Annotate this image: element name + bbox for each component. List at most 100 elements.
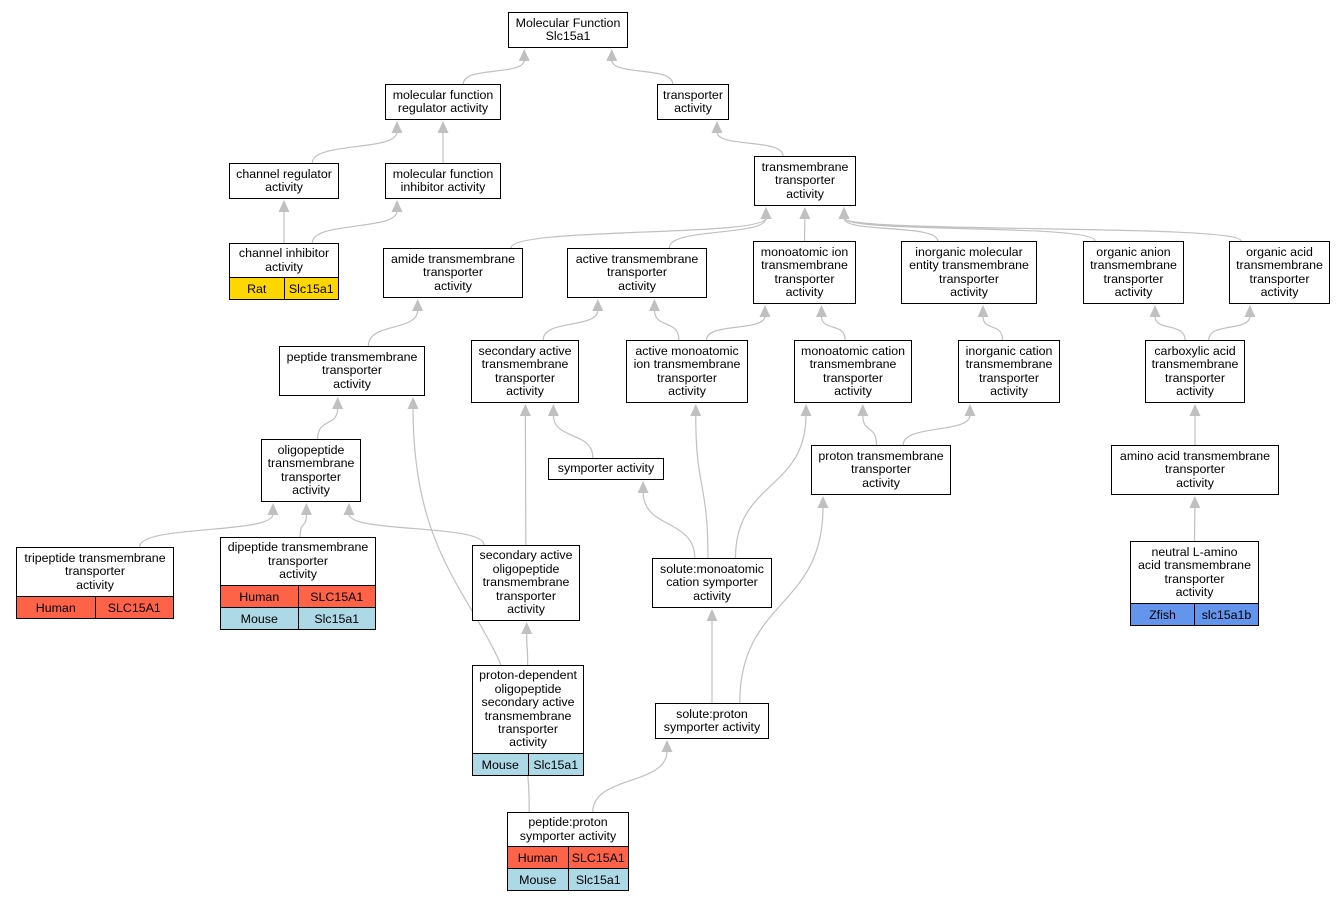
- go-term-label: symporter activity: [549, 459, 663, 479]
- gene-cell[interactable]: Slc15a1: [575, 872, 621, 887]
- go-term-label-line: activity: [674, 101, 712, 115]
- gene-cell[interactable]: SLC15A1: [310, 589, 364, 604]
- edge-arrowhead: [800, 404, 812, 416]
- go-term-label-line: activity: [1114, 284, 1153, 299]
- species-cell: Zfish: [1131, 604, 1195, 625]
- go-term-label-line: transmembrane: [484, 708, 572, 723]
- is-a-edge: [542, 309, 599, 341]
- is-a-edge: [716, 131, 784, 157]
- go-term-label-line: active monoatomic: [635, 343, 739, 358]
- edge-arrowhead: [760, 207, 772, 219]
- go-term-label-line: activity: [786, 186, 824, 201]
- is-a-edge: [592, 750, 668, 813]
- edge-arrowhead: [817, 496, 829, 508]
- go-term-label-line: symporter activity: [519, 828, 617, 843]
- go-term-label-line: transmembrane: [1236, 258, 1323, 273]
- is-a-edge: [843, 217, 1242, 242]
- species-cell: Mouse: [221, 608, 299, 629]
- is-a-edge: [642, 491, 696, 559]
- go-term-label-line: symporter activity: [663, 720, 761, 734]
- edge-arrowhead: [391, 200, 403, 212]
- edge-arrowhead: [711, 121, 723, 133]
- go-term-label-line: tripeptide transmembrane: [24, 550, 166, 565]
- go-term-node-symport[interactable]: symporter activity: [548, 458, 664, 480]
- go-term-label-line: channel inhibitor: [238, 246, 330, 261]
- go-term-label-line: transporter: [1165, 370, 1225, 385]
- gene-cell[interactable]: slc15a1b: [1201, 607, 1252, 622]
- gene-cell[interactable]: Slc15a1: [533, 757, 579, 772]
- go-term-label-line: ion transmembrane: [633, 357, 741, 372]
- go-term-label-line: transmembrane: [965, 357, 1053, 372]
- edge-arrowhead: [267, 503, 279, 515]
- go-term-label-line: organic acid: [1246, 244, 1313, 259]
- go-term-label-line: transporter: [607, 265, 667, 280]
- go-term-label-line: secondary active: [481, 695, 575, 710]
- go-term-label-line: activity: [950, 284, 988, 299]
- is-a-edge: [739, 506, 824, 704]
- go-term-label-line: activity: [668, 383, 706, 398]
- go-term-label-line: activity: [834, 383, 872, 398]
- go-term-label-line: transmembrane: [481, 357, 569, 372]
- go-term-label-line: cation symporter: [666, 575, 758, 590]
- go-term-label-line: activity: [1175, 584, 1214, 599]
- go-term-label-line: activity: [1176, 475, 1214, 490]
- gene-cell[interactable]: Slc15a1: [288, 281, 334, 296]
- is-a-edge: [668, 217, 767, 249]
- go-term-label-line: transporter: [775, 173, 835, 188]
- gene-cell[interactable]: SLC15A1: [571, 850, 625, 865]
- edge-arrowhead: [332, 397, 344, 409]
- go-term-label-line: molecular function: [392, 87, 494, 102]
- go-term-label-line: transporter: [268, 553, 328, 568]
- go-term-label-line: activity: [618, 278, 656, 293]
- go-term-label-line: channel regulator: [236, 166, 332, 181]
- gene-cell[interactable]: Slc15a1: [314, 611, 360, 626]
- gene-cell[interactable]: SLC15A1: [107, 600, 161, 615]
- go-term-label-line: peptide transmembrane: [286, 349, 418, 364]
- go-term-label-line: activity: [509, 735, 547, 750]
